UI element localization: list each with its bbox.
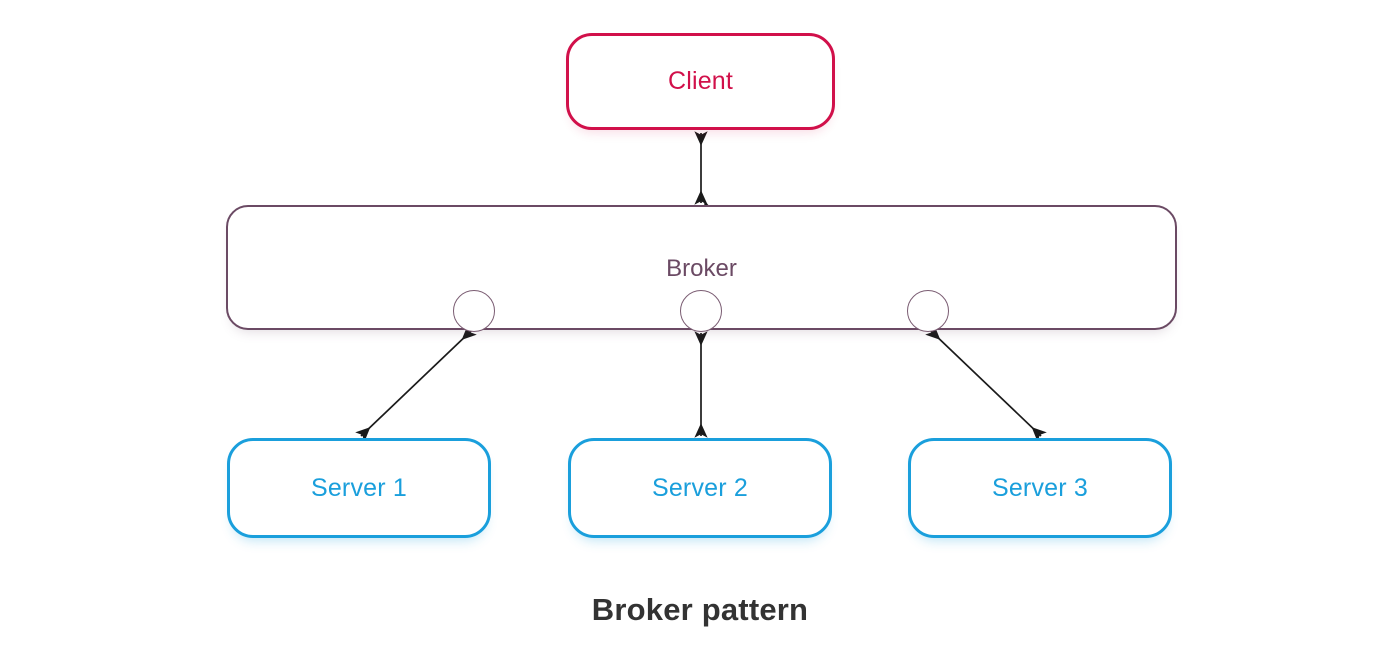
client-node[interactable]: Client xyxy=(566,33,835,130)
broker-port-left-server1-link xyxy=(355,325,477,442)
client-node-label: Client xyxy=(667,67,734,95)
server-1-node-label: Server 1 xyxy=(310,473,408,502)
server-2-node-label: Server 2 xyxy=(651,473,749,502)
broker-port-right[interactable] xyxy=(907,290,949,332)
broker-port-center[interactable] xyxy=(680,290,722,332)
server-3-node[interactable]: Server 3 xyxy=(908,438,1172,538)
server-3-node-label: Server 3 xyxy=(991,473,1089,502)
server-1-node[interactable]: Server 1 xyxy=(227,438,491,538)
broker-node-label: Broker xyxy=(666,255,737,282)
server-2-node[interactable]: Server 2 xyxy=(568,438,832,538)
broker-port-left[interactable] xyxy=(453,290,495,332)
broker-port-right-server3-link xyxy=(925,325,1047,442)
diagram-title: Broker pattern xyxy=(591,592,809,627)
